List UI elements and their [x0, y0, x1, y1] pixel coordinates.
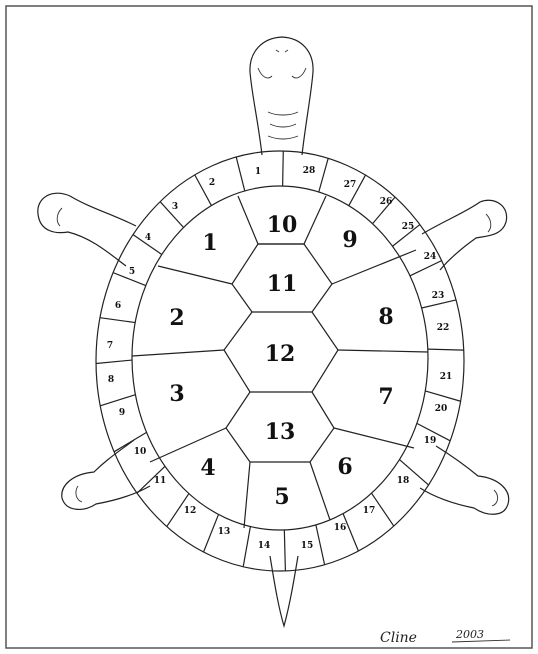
- marginal-label-11: 11: [154, 476, 167, 486]
- marginal-divider: [100, 318, 135, 323]
- scute-label-11: 11: [267, 271, 298, 297]
- marginal-label-18: 18: [397, 476, 410, 486]
- marginal-label-15: 15: [301, 541, 314, 551]
- marginal-divider: [96, 360, 132, 363]
- marginal-divider: [410, 261, 442, 276]
- marginal-label-22: 22: [437, 323, 450, 333]
- signature-year: 2003: [455, 628, 484, 641]
- signature-name: Cline: [380, 630, 417, 646]
- marginal-label-20: 20: [435, 404, 448, 414]
- marginal-divider: [316, 525, 325, 565]
- turtle-head: [250, 37, 313, 155]
- scute-label-10: 10: [267, 212, 298, 238]
- scute-label-7: 7: [378, 384, 393, 410]
- marginal-label-12: 12: [184, 506, 197, 516]
- scute-label-5: 5: [274, 484, 289, 510]
- marginal-label-13: 13: [218, 527, 231, 537]
- marginal-label-4: 4: [145, 233, 151, 243]
- turtle-tail: [270, 556, 298, 626]
- marginal-divider: [319, 158, 328, 192]
- marginal-label-3: 3: [172, 202, 178, 212]
- marginal-label-8: 8: [108, 375, 114, 385]
- marginal-label-7: 7: [107, 341, 113, 351]
- marginal-label-6: 6: [115, 301, 121, 311]
- marginal-divider: [428, 349, 464, 350]
- marginal-label-10: 10: [134, 447, 147, 457]
- marginal-divider: [100, 395, 135, 406]
- marginal-divider: [425, 391, 460, 401]
- scute-label-4: 4: [200, 455, 215, 481]
- marginal-divider: [283, 151, 284, 186]
- marginal-label-23: 23: [432, 291, 445, 301]
- scute-label-13: 13: [265, 419, 296, 445]
- marginal-label-28: 28: [303, 166, 316, 176]
- marginal-label-9: 9: [119, 408, 125, 418]
- marginal-label-17: 17: [363, 506, 376, 516]
- marginal-divider: [204, 514, 219, 552]
- marginal-label-19: 19: [424, 436, 437, 446]
- marginal-divider: [236, 157, 245, 191]
- marginal-label-25: 25: [402, 222, 415, 232]
- scute-label-12: 12: [265, 341, 296, 367]
- marginal-label-24: 24: [424, 252, 437, 262]
- marginal-label-1: 1: [255, 167, 261, 177]
- scute-label-2: 2: [169, 305, 184, 331]
- marginal-label-16: 16: [334, 523, 347, 533]
- marginal-divider: [243, 527, 250, 567]
- marginal-label-5: 5: [129, 267, 135, 277]
- scute-label-3: 3: [169, 381, 184, 407]
- scute-label-9: 9: [342, 227, 357, 253]
- marginal-label-14: 14: [258, 541, 271, 551]
- marginal-label-21: 21: [440, 372, 453, 382]
- turtle-eye-right: [292, 68, 306, 78]
- marginal-divider: [422, 300, 456, 308]
- turtle-eye-left: [258, 68, 272, 78]
- marginal-label-26: 26: [380, 197, 393, 207]
- border: [6, 6, 532, 648]
- scute-label-8: 8: [378, 304, 393, 330]
- turtle-nostrils: [276, 50, 288, 52]
- scute-label-6: 6: [337, 454, 352, 480]
- marginal-label-2: 2: [209, 178, 215, 188]
- marginal-divider: [284, 530, 285, 571]
- marginal-label-27: 27: [344, 180, 357, 190]
- scute-label-1: 1: [202, 230, 217, 256]
